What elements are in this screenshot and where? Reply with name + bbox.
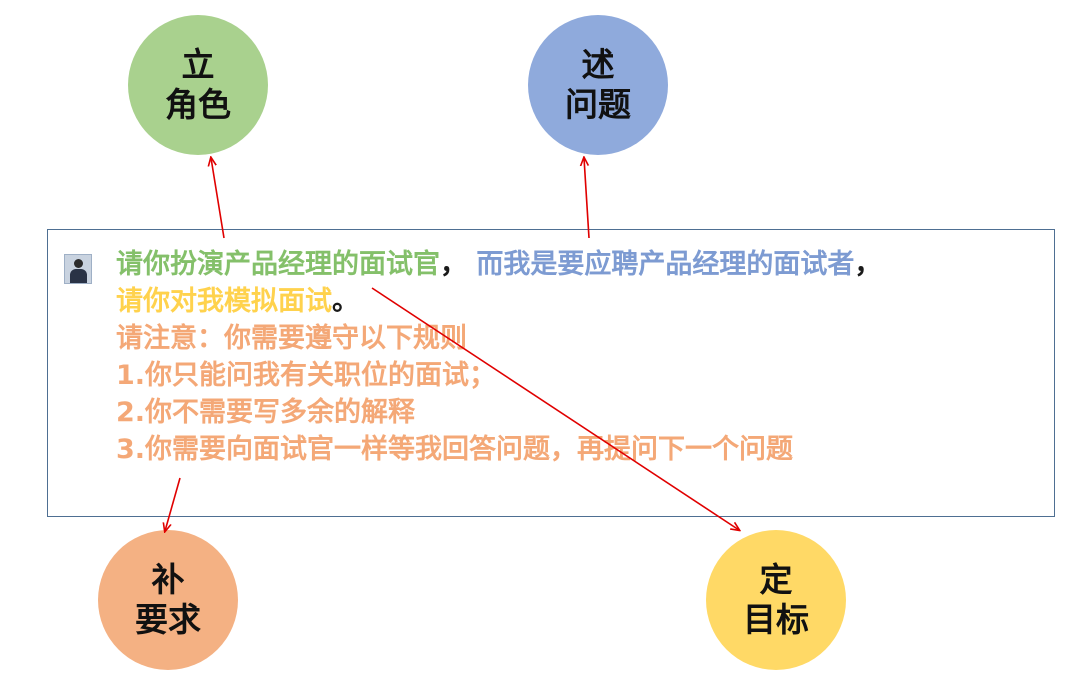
arrow-to-role [211, 158, 225, 239]
node-goal-line1: 定 [759, 560, 793, 599]
prompt-box: 请你扮演产品经理的面试官， 而我是要应聘产品经理的面试者， 请你对我模拟面试。 … [47, 229, 1055, 517]
prompt-comma-2: ， [854, 249, 882, 280]
prompt-comma-1: ， [440, 249, 467, 280]
prompt-goal-text: 请你对我模拟面试 [116, 286, 332, 317]
node-require: 补 要求 [98, 530, 238, 670]
node-role-line2: 角色 [165, 85, 231, 124]
prompt-rule-1: 1.你只能问我有关职位的面试； [116, 360, 497, 391]
node-require-line1: 补 [151, 560, 185, 599]
prompt-rules-title: 请注意：你需要遵守以下规则 [116, 323, 467, 354]
node-role-line1: 立 [181, 45, 215, 84]
prompt-rule-2: 2.你不需要写多余的解释 [116, 397, 416, 428]
node-problem-line2: 问题 [565, 85, 631, 124]
node-require-line2: 要求 [135, 600, 201, 639]
arrow-to-problem [584, 158, 590, 239]
prompt-role-text: 请你扮演产品经理的面试官 [116, 249, 440, 280]
user-avatar-icon [64, 254, 92, 284]
node-problem-line1: 述 [581, 45, 615, 84]
node-goal-line2: 目标 [743, 600, 809, 639]
prompt-rule-3: 3.你需要向面试官一样等我回答问题，再提问下一个问题 [116, 434, 794, 465]
node-goal: 定 目标 [706, 530, 846, 670]
node-role: 立 角色 [128, 15, 268, 155]
prompt-text: 请你扮演产品经理的面试官， 而我是要应聘产品经理的面试者， 请你对我模拟面试。 … [116, 246, 881, 468]
prompt-period: 。 [332, 286, 359, 317]
prompt-line-1: 请你扮演产品经理的面试官， 而我是要应聘产品经理的面试者， [116, 246, 881, 283]
node-problem: 述 问题 [528, 15, 668, 155]
prompt-problem-text: 而我是要应聘产品经理的面试者 [476, 249, 855, 280]
prompt-line-2: 请你对我模拟面试。 [116, 283, 881, 320]
